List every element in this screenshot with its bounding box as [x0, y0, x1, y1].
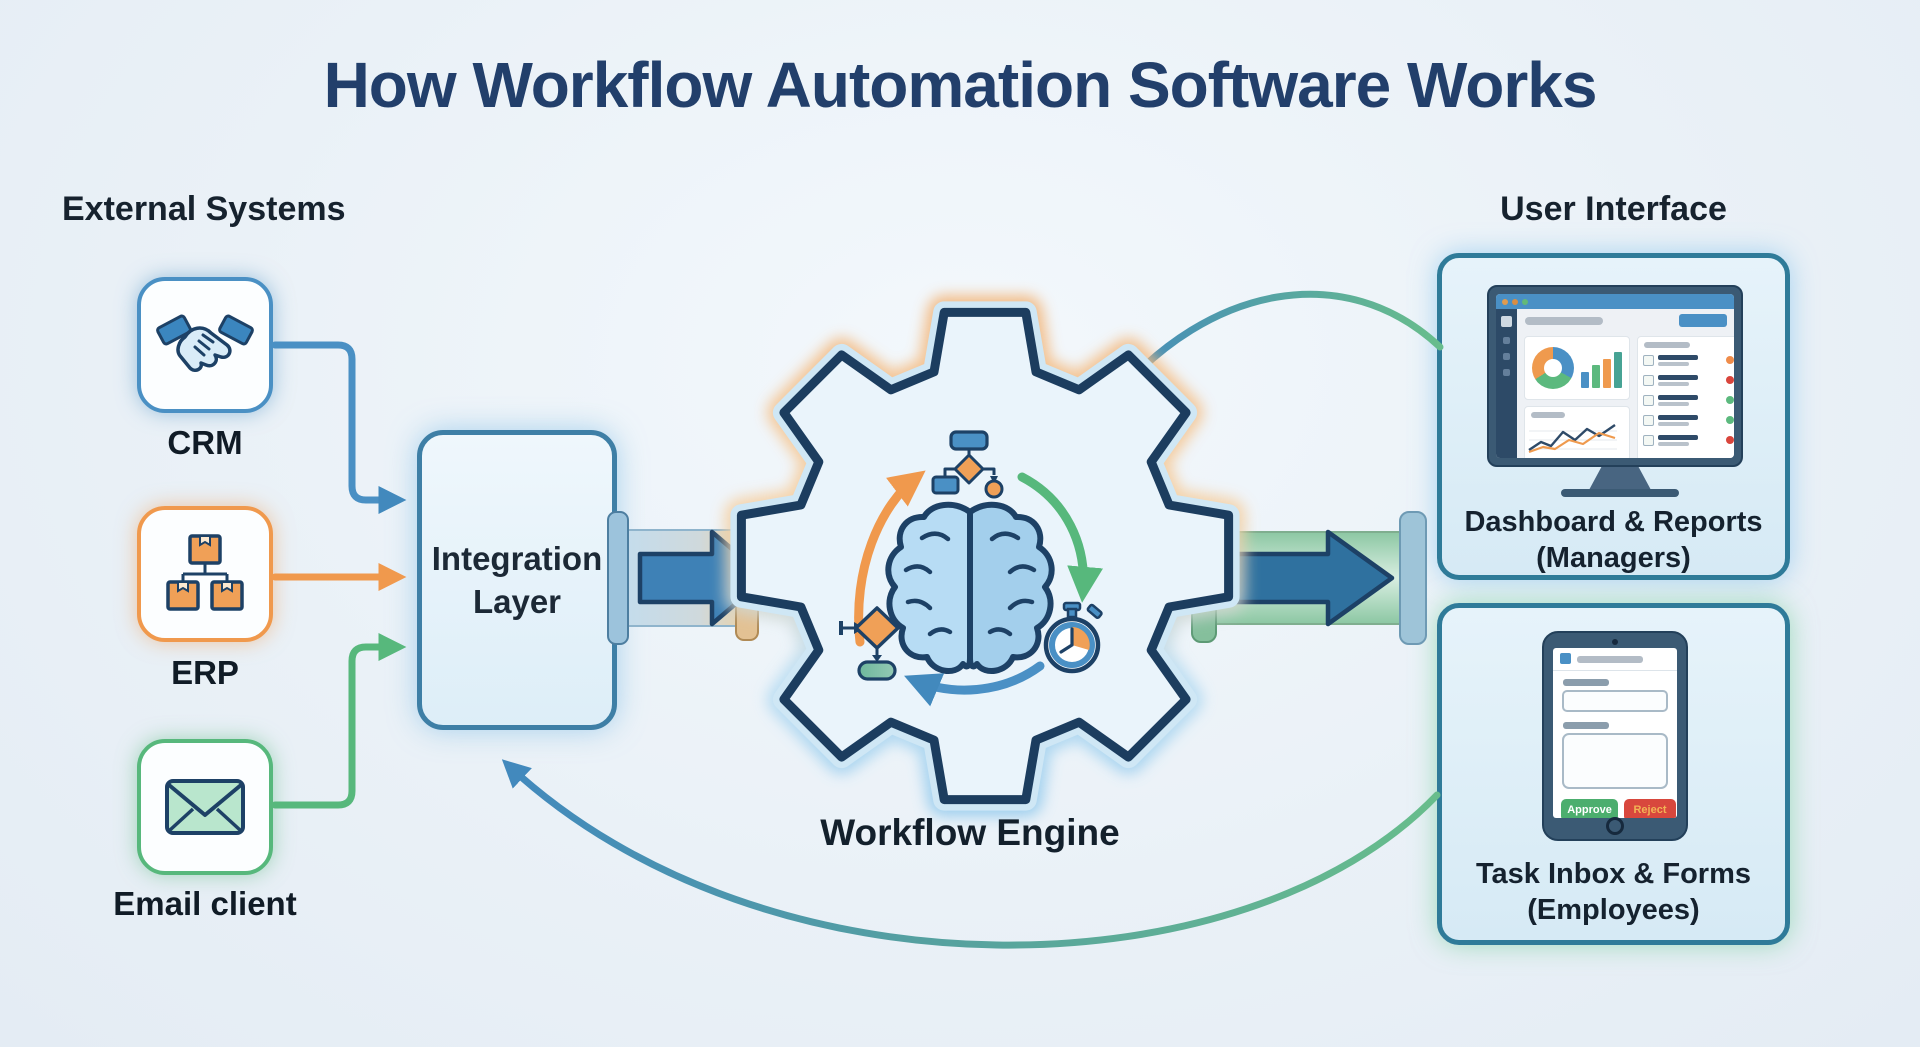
window-dot-icon	[1512, 298, 1518, 305]
donut-chart-icon	[1532, 347, 1574, 389]
pipe-arrow-left	[637, 529, 769, 627]
task-list-row	[1638, 370, 1734, 390]
task-form-screen: Approve Reject	[1553, 648, 1677, 818]
task-list-row	[1638, 350, 1734, 370]
task-list-row	[1638, 430, 1734, 450]
window-dot-icon	[1502, 298, 1508, 305]
handshake-icon	[156, 314, 254, 372]
pipe-arrow-right	[1219, 529, 1395, 627]
line-chart-icon	[1528, 424, 1617, 454]
camera-dot-icon	[1612, 639, 1618, 645]
task-to-integration-arrow	[501, 759, 1441, 949]
reject-button: Reject	[1624, 799, 1676, 818]
integration-to-engine-pipe	[607, 511, 769, 645]
bar-chart-icon	[1581, 348, 1622, 388]
flowchart-icon	[931, 430, 1004, 499]
browser-titlebar	[1496, 294, 1734, 309]
home-button-icon	[1606, 817, 1624, 835]
status-dot	[1726, 436, 1734, 444]
boxes-icon	[166, 534, 244, 611]
approve-button: Approve	[1561, 799, 1618, 818]
task-list-row	[1638, 390, 1734, 410]
donut-chart-card	[1524, 336, 1630, 400]
erp-label: ERP	[171, 654, 239, 691]
status-dot	[1726, 356, 1734, 364]
crm-node	[137, 277, 273, 413]
erp-node	[137, 506, 273, 642]
task-caption-line1: Task Inbox & Forms	[1475, 858, 1752, 890]
envelope-icon	[165, 779, 245, 835]
header-title-placeholder	[1577, 656, 1643, 663]
task-caption-line2: (Employees)	[1527, 894, 1700, 926]
engine-cycle-arrow-green	[1017, 472, 1104, 603]
integration-layer-label-line1: Integration	[431, 540, 603, 577]
status-dot	[1726, 416, 1734, 424]
crm-to-integration-arrow	[271, 341, 407, 514]
search-bar-placeholder	[1525, 317, 1603, 325]
sidebar-item-icon	[1503, 353, 1510, 360]
textarea-input	[1562, 733, 1668, 789]
dashboard-sidebar	[1496, 309, 1517, 458]
checkbox-icon	[1643, 394, 1654, 406]
line-chart-card	[1524, 406, 1630, 458]
dashboard-panel: Dashboard & Reports (Managers)	[1437, 253, 1790, 580]
user-interface-label: User Interface	[1500, 190, 1727, 228]
task-inbox-panel: Approve Reject Task Inbox & Forms (Emplo…	[1437, 603, 1790, 945]
sidebar-item-icon	[1503, 369, 1510, 376]
integration-layer-node: Integration Layer	[417, 430, 617, 730]
sidebar-item-icon	[1503, 337, 1510, 344]
status-dot	[1726, 396, 1734, 404]
checkbox-icon	[1643, 414, 1654, 426]
engine-to-ui-pipe	[1191, 511, 1427, 645]
integration-layer-label-line2: Layer	[472, 583, 562, 620]
sidebar-app-icon	[1501, 316, 1512, 327]
tablet-icon: Approve Reject	[1542, 631, 1688, 841]
dashboard-caption-line2: (Managers)	[1536, 542, 1691, 574]
monitor-stand	[1589, 467, 1651, 490]
email-client-node	[137, 739, 273, 875]
window-dot-icon	[1522, 298, 1528, 305]
stopwatch-icon	[1043, 601, 1103, 674]
monitor-base	[1561, 489, 1679, 497]
dashboard-screen	[1496, 294, 1734, 458]
checkbox-icon	[1643, 354, 1654, 366]
task-list-row	[1638, 410, 1734, 430]
engine-cycle-arrow-orange	[854, 470, 926, 647]
status-dot	[1726, 376, 1734, 384]
form-header	[1553, 648, 1677, 671]
field-label-placeholder	[1563, 722, 1609, 729]
checkbox-icon	[1643, 434, 1654, 446]
dashboard-content	[1517, 309, 1734, 458]
page-title: How Workflow Automation Software Works	[323, 49, 1598, 121]
checkbox-icon	[1643, 374, 1654, 386]
dashboard-to-engine-arrow	[1108, 290, 1444, 405]
crm-label: CRM	[167, 424, 243, 461]
workflow-engine-label: Workflow Engine	[820, 812, 1120, 853]
primary-button-placeholder	[1679, 314, 1727, 327]
task-list-card	[1637, 336, 1734, 458]
field-label-placeholder	[1563, 679, 1609, 686]
external-systems-label: External Systems	[62, 190, 346, 228]
email-client-label: Email client	[113, 885, 297, 922]
dashboard-caption-line1: Dashboard & Reports	[1464, 506, 1763, 538]
brain-icon	[885, 501, 1055, 675]
gear-icon	[724, 295, 1246, 817]
monitor-icon	[1487, 285, 1743, 467]
text-input	[1562, 690, 1668, 712]
engine-cycle-arrow-blue	[904, 661, 1045, 707]
decision-diamond-icon	[839, 606, 900, 681]
app-icon	[1560, 653, 1571, 664]
